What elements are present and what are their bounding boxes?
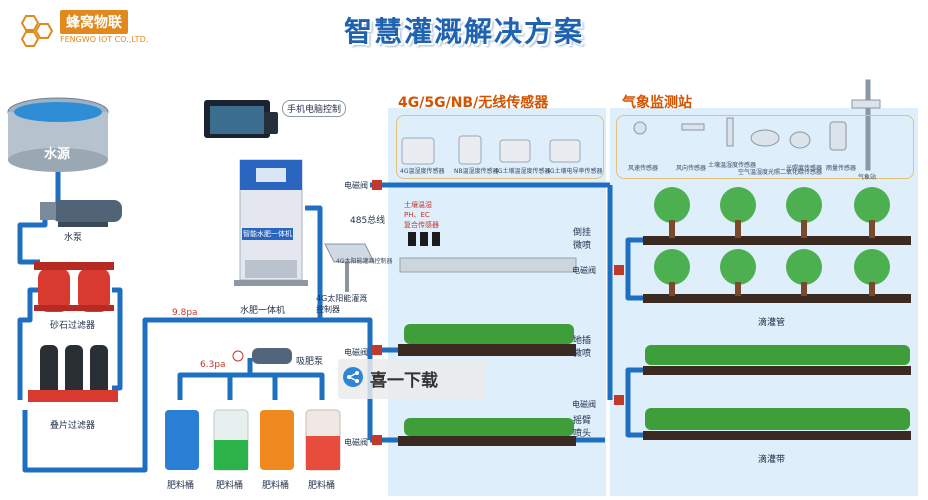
- water-pump: [40, 200, 122, 227]
- pressure-sub: 6.3pa: [200, 360, 226, 370]
- solar-controller: [324, 243, 375, 292]
- sensor-item-2: NB温湿度传感器: [454, 168, 499, 175]
- zone-hanging: 倒挂 微喷: [573, 228, 592, 251]
- water-source-tank: [7, 97, 109, 172]
- weather-item-4: 空气温湿度光照二氧化碳传感器: [738, 169, 823, 176]
- control-monitor: [204, 100, 278, 138]
- rs485-label: 485总线: [350, 216, 386, 226]
- weather-item-1: 风速传感器: [628, 165, 659, 172]
- page-title: 智慧灌溉解决方案: [343, 15, 584, 48]
- tank-label-2: 肥料桶: [216, 481, 244, 491]
- valve-label-4: 电磁阀: [572, 266, 596, 275]
- weather-item-2: 风向传感器: [676, 165, 707, 172]
- pipe-disc-out: [22, 317, 373, 473]
- fertilizer-tanks: [165, 409, 341, 471]
- weather-item-6: 雨量传感器: [826, 165, 857, 172]
- sensor-item-4: 4G土壤电导率传感器: [546, 168, 603, 175]
- logo-en: FENGWO IOT CO.,LTD.: [60, 35, 149, 44]
- valves: [372, 180, 624, 445]
- sensor-devices: [401, 135, 581, 165]
- tank-label-4: 肥料桶: [308, 481, 336, 491]
- disc-filter-group: [28, 345, 118, 402]
- weather-item-7: 气象站: [858, 174, 877, 181]
- pipe-machine: [305, 205, 323, 320]
- pipe-sand-out: [112, 287, 123, 391]
- sand-filter-group: [34, 262, 114, 312]
- valve-label-3: 电磁阀: [344, 438, 368, 447]
- machine-screen-label: 智能水肥一体机: [242, 228, 293, 240]
- logo: 蜂窝物联 FENGWO IOT CO.,LTD.: [12, 10, 182, 52]
- soil-strips: [398, 236, 911, 446]
- valve-label-5: 电磁阀: [572, 400, 596, 409]
- sensor-item-3: 4G土壤温湿度传感器: [494, 168, 551, 175]
- pipe-fert: [177, 372, 325, 400]
- water-source-label: 水源: [44, 147, 71, 162]
- share-icon: [343, 367, 363, 387]
- phone-pc-label: 手机电脑控制: [282, 100, 347, 117]
- zone-drip-tape: 滴灌带: [758, 455, 786, 465]
- tank-label-1: 肥料桶: [167, 481, 195, 491]
- weather-item-5: 光照度传感器: [786, 165, 823, 172]
- disc-filter-label: 叠片过滤器: [50, 421, 96, 431]
- planter-bed: [399, 232, 577, 273]
- weather-section-title: 气象监测站: [622, 95, 692, 111]
- solar-label: 4G太阳能灌溉 控制器: [316, 294, 368, 314]
- solar-small-label: 4G太阳能灌溉控制器: [336, 258, 393, 265]
- watermark-text: 喜一下载: [370, 371, 438, 391]
- grass-rows: [404, 324, 910, 436]
- pipe-fert-b: [227, 375, 278, 400]
- suction-pump: [232, 348, 292, 364]
- sensor-section-title: 4G/5G/NB/无线传感器: [398, 95, 549, 111]
- pressure-main: 9.8pa: [172, 308, 198, 318]
- weather-item-3: 土壤温湿度传感器: [708, 162, 757, 169]
- soil-sensor-label: 土壤温湿 PH、EC 复合传感器: [404, 201, 439, 229]
- weather-devices: [633, 79, 881, 171]
- sensor-device-box: [396, 115, 604, 179]
- suction-pump-label: 吸肥泵: [296, 357, 324, 367]
- tank-label-3: 肥料桶: [262, 481, 290, 491]
- zone-drip-pipe: 滴灌管: [758, 318, 786, 328]
- pump-label: 水泵: [64, 233, 83, 243]
- sensor-item-1: 4G温湿度传感器: [400, 168, 445, 175]
- logo-cn: 蜂窝物联: [60, 10, 128, 34]
- valve-label-2: 电磁阀: [344, 348, 368, 357]
- sand-filter-label: 砂石过滤器: [50, 321, 96, 331]
- tree-trunks: [669, 220, 875, 296]
- machine-caption: 水肥一体机: [240, 306, 286, 316]
- fertigation-machine: [234, 159, 308, 286]
- zone-ground: 地插 微喷: [573, 336, 592, 359]
- trees: [654, 187, 890, 285]
- valve-label-1: 电磁阀: [344, 181, 368, 190]
- weather-device-box: [616, 115, 914, 179]
- honeycomb-logo-icon: [20, 15, 54, 47]
- zone-rocker: 摇臂 喷头: [573, 416, 592, 439]
